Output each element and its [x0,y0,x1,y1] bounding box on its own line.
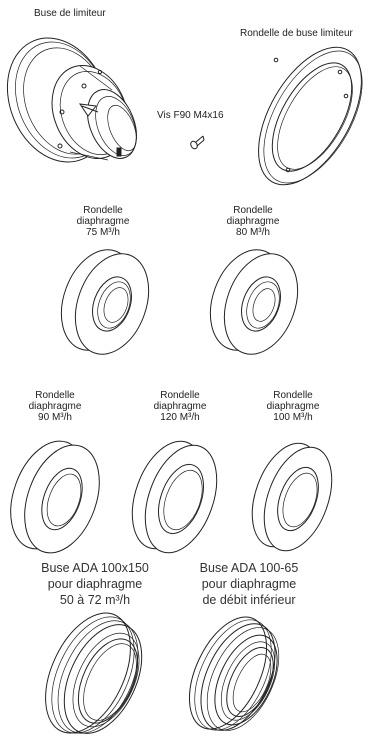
rondelle-100-drawing [251,442,333,552]
rondelle-90-drawing [10,440,100,554]
rondelle-buse-limiteur-drawing [258,46,363,186]
label-buse-ada-100-65: Buse ADA 100-65 pour diaphragme de débit… [199,561,299,607]
rondelle-80-drawing [209,249,299,355]
rondelle-120-drawing [131,440,218,554]
label-rondelle-de-buse-limiteur: Rondelle de buse limiteur [240,28,353,39]
buse-limiteur-drawing [6,37,137,163]
label-rondelle-75: Rondelle diaphragme 75 M³/h [76,205,130,238]
label-rondelle-90: Rondelle diaphragme 90 M³/h [28,390,82,423]
label-rondelle-80: Rondelle diaphragme 80 M³/h [226,205,280,238]
label-vis: Vis F90 M4x16 [157,110,224,121]
rondelle-75-drawing [60,249,150,355]
label-buse-ada-100x150: Buse ADA 100x150 pour diaphragme 50 à 72… [41,561,149,607]
label-rondelle-100: Rondelle diaphragme 100 M³/h [266,390,320,423]
label-buse-de-limiteur: Buse de limiteur [34,8,106,19]
label-rondelle-120: Rondelle diaphragme 120 M³/h [153,390,207,423]
buse-ada-100-65-drawing [188,616,280,731]
buse-ada-100x150-drawing [45,612,143,734]
vis-drawing [190,135,205,150]
